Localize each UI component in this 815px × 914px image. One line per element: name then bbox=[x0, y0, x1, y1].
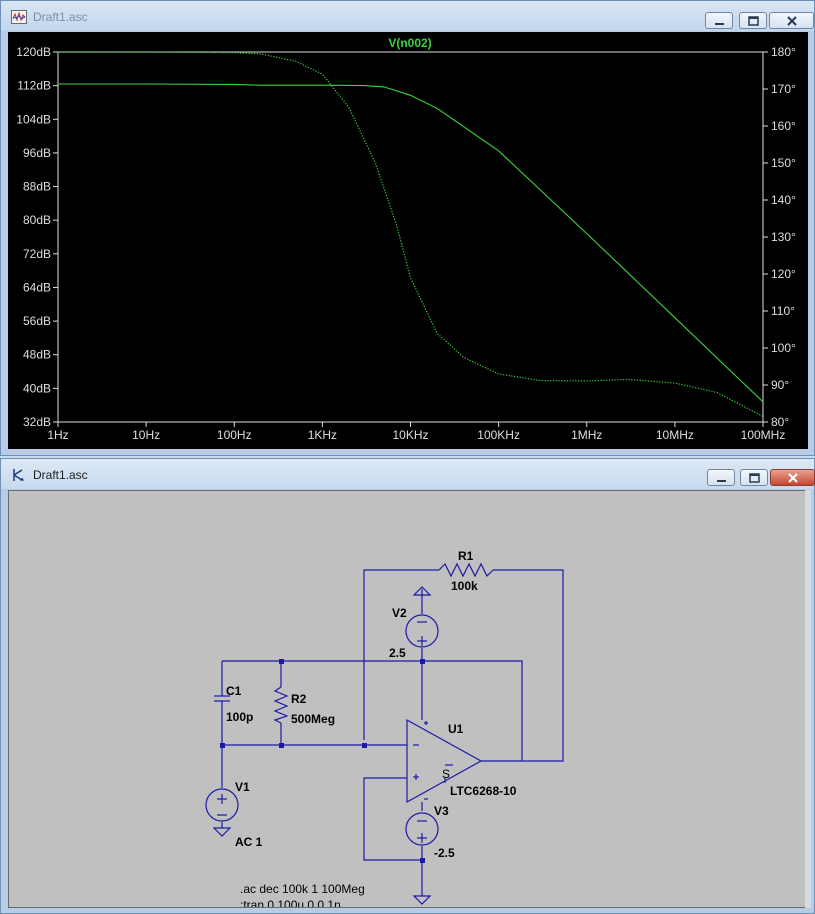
phase-trace[interactable] bbox=[58, 51, 764, 417]
voltage-source-V1[interactable] bbox=[205, 788, 239, 822]
resistor-R2[interactable] bbox=[273, 686, 289, 724]
v3-value[interactable]: -2.5 bbox=[434, 846, 455, 860]
minimize-button[interactable] bbox=[705, 12, 733, 29]
minimize-icon bbox=[717, 480, 726, 482]
x-tick-label: 100KHz bbox=[477, 428, 520, 442]
y-right-tick-label: 100° bbox=[771, 341, 796, 355]
voltage-source-V2[interactable] bbox=[405, 614, 439, 648]
junction-dot bbox=[420, 858, 425, 863]
waveform-app-icon bbox=[11, 10, 27, 24]
y-left-tick-label: 72dB bbox=[23, 247, 51, 261]
trace-label[interactable]: V(n002) bbox=[388, 36, 431, 50]
opamp-U1[interactable] bbox=[406, 718, 483, 804]
junction-dot bbox=[279, 743, 284, 748]
minimize-icon bbox=[715, 23, 724, 25]
x-tick-label: 1MHz bbox=[571, 428, 602, 442]
y-right-tick-label: 80° bbox=[771, 415, 789, 429]
ground-bottom[interactable] bbox=[412, 895, 432, 905]
wire[interactable] bbox=[363, 777, 422, 861]
y-right-tick-label: 140° bbox=[771, 193, 796, 207]
v1-value[interactable]: AC 1 bbox=[235, 835, 263, 849]
y-right-tick-label: 180° bbox=[771, 45, 796, 59]
y-right-tick-label: 160° bbox=[771, 119, 796, 133]
ground-V1[interactable] bbox=[212, 827, 232, 837]
voltage-source-V3[interactable] bbox=[405, 812, 439, 846]
y-right-tick-label: 110° bbox=[771, 304, 795, 318]
restore-button[interactable] bbox=[740, 469, 768, 486]
plot-frame bbox=[57, 51, 764, 423]
x-tick-label: 1KHz bbox=[308, 428, 337, 442]
x-tick-label: 100MHz bbox=[741, 428, 786, 442]
junction-dot bbox=[420, 659, 425, 664]
u1-value[interactable]: LTC6268-10 bbox=[450, 784, 517, 798]
y-left-tick-label: 104dB bbox=[16, 112, 51, 126]
waveform-window-title: Draft1.asc bbox=[33, 10, 88, 24]
magnitude-trace[interactable] bbox=[58, 83, 764, 403]
r1-value[interactable]: 100k bbox=[451, 579, 478, 593]
schematic-drawing[interactable]: R1 100k V2 2.5 C1 100p R2 500Meg U1 S LT… bbox=[9, 491, 805, 912]
v2-value[interactable]: 2.5 bbox=[389, 646, 406, 660]
x-tick-label: 10KHz bbox=[392, 428, 428, 442]
schematic-canvas[interactable]: R1 100k V2 2.5 C1 100p R2 500Meg U1 S LT… bbox=[8, 490, 806, 912]
junction-dot bbox=[279, 659, 284, 664]
u1-name[interactable]: U1 bbox=[448, 722, 464, 736]
r2-name[interactable]: R2 bbox=[291, 692, 307, 706]
minimize-button[interactable] bbox=[707, 469, 735, 486]
schematic-window: Draft1.asc bbox=[0, 458, 815, 914]
schematic-titlebar[interactable]: Draft1.asc bbox=[1, 459, 815, 489]
y-left-tick-label: 120dB bbox=[16, 45, 51, 59]
junction-dot bbox=[220, 743, 225, 748]
r2-value[interactable]: 500Meg bbox=[291, 712, 335, 726]
y-right-tick-label: 130° bbox=[771, 230, 796, 244]
schematic-app-icon bbox=[13, 469, 24, 481]
y-left-tick-label: 80dB bbox=[23, 213, 51, 227]
v3-name[interactable]: V3 bbox=[434, 804, 449, 818]
y-right-tick-label: 90° bbox=[771, 378, 789, 392]
junction-dot bbox=[362, 743, 367, 748]
close-icon bbox=[787, 16, 797, 26]
close-button[interactable] bbox=[770, 469, 815, 486]
y-left-tick-label: 40dB bbox=[23, 381, 51, 395]
y-left-tick-label: 112dB bbox=[17, 79, 51, 93]
y-left-tick-label: 96dB bbox=[23, 146, 51, 160]
y-right-tick-label: 150° bbox=[771, 156, 796, 170]
waveform-plot[interactable]: 120dB 112dB 104dB 96dB 88dB 80dB 72dB 64dB 56dB 4… bbox=[8, 32, 808, 449]
restore-icon bbox=[748, 16, 759, 26]
close-icon bbox=[788, 473, 798, 483]
y-left-tick-label: 88dB bbox=[23, 180, 51, 194]
y-left-tick-label: 56dB bbox=[23, 314, 51, 328]
capacitor-C1[interactable] bbox=[214, 695, 230, 709]
waveform-titlebar[interactable]: Draft1.asc bbox=[1, 1, 814, 31]
r1-name[interactable]: R1 bbox=[458, 549, 474, 563]
x-tick-label: 1Hz bbox=[47, 428, 68, 442]
schematic-window-title: Draft1.asc bbox=[33, 468, 88, 482]
y-left-tick-label: 32dB bbox=[23, 415, 51, 429]
resistor-R1[interactable] bbox=[438, 562, 494, 578]
ac-directive[interactable]: .ac dec 100k 1 100Meg bbox=[240, 882, 365, 896]
x-tick-label: 10Hz bbox=[132, 428, 160, 442]
wire[interactable] bbox=[222, 660, 523, 761]
y-right-tick-label: 170° bbox=[771, 82, 796, 96]
waveform-window: Draft1.asc 120dB 112dB 104dB 96dB 88dB 80dB 72… bbox=[0, 0, 815, 456]
y-left-tick-label: 48dB bbox=[23, 348, 51, 362]
v1-name[interactable]: V1 bbox=[235, 780, 250, 794]
u1-pin-label: S bbox=[442, 767, 450, 781]
restore-icon bbox=[749, 473, 760, 483]
y-left-tick-label: 64dB bbox=[23, 280, 51, 294]
restore-button[interactable] bbox=[739, 12, 767, 29]
c1-name[interactable]: C1 bbox=[226, 684, 242, 698]
y-right-tick-label: 120° bbox=[771, 267, 796, 281]
supply-flag-V2[interactable] bbox=[412, 586, 432, 596]
tran-directive[interactable]: ;tran 0 100u 0 0.1n bbox=[240, 898, 341, 912]
v2-name[interactable]: V2 bbox=[392, 606, 407, 620]
close-button[interactable] bbox=[769, 12, 814, 29]
wire[interactable] bbox=[363, 569, 439, 740]
schematic-scrollbar[interactable] bbox=[805, 490, 811, 908]
x-tick-label: 100Hz bbox=[217, 428, 252, 442]
c1-value[interactable]: 100p bbox=[226, 710, 253, 724]
bode-plot[interactable]: 120dB 112dB 104dB 96dB 88dB 80dB 72dB 64dB 56dB 4… bbox=[8, 32, 808, 449]
x-tick-label: 10MHz bbox=[656, 428, 694, 442]
